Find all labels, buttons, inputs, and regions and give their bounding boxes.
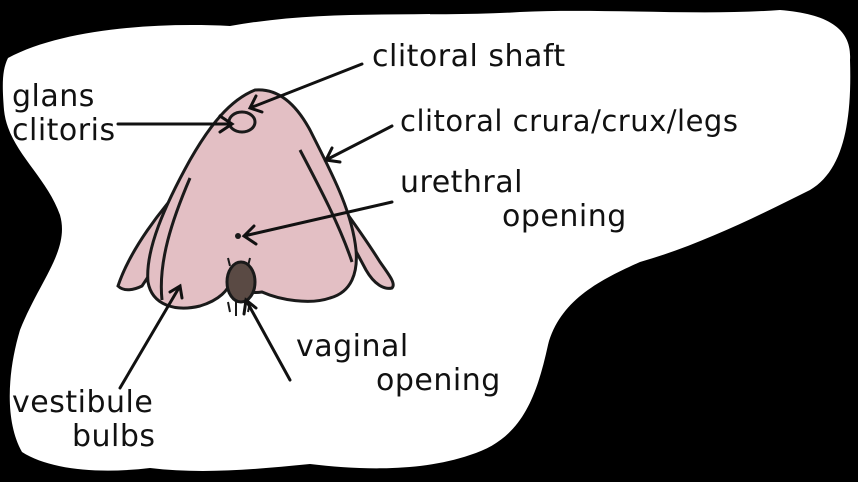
label-urethral-line-1: urethral bbox=[400, 166, 627, 200]
label-clitoral-shaft: clitoral shaft bbox=[372, 40, 566, 74]
label-urethral-opening: urethral opening bbox=[400, 166, 627, 234]
glans-clitoris-shape bbox=[229, 112, 255, 132]
label-glans-line-1: glans bbox=[12, 80, 116, 114]
label-urethral-line-2: opening bbox=[400, 200, 627, 234]
urethral-opening-dot bbox=[235, 233, 241, 239]
label-vaginal-line-1: vaginal bbox=[296, 330, 501, 364]
label-glans-line-2: clitoris bbox=[12, 114, 116, 148]
label-vestibule-bulbs: vestibule bulbs bbox=[12, 386, 156, 454]
label-clitoral-crura: clitoral crura/crux/legs bbox=[400, 104, 738, 138]
label-glans-clitoris: glans clitoris bbox=[12, 80, 116, 148]
label-vestibule-line-2: bulbs bbox=[12, 420, 156, 454]
label-vaginal-line-2: opening bbox=[296, 364, 501, 398]
vaginal-opening-shape bbox=[227, 262, 255, 302]
label-vaginal-opening: vaginal opening bbox=[296, 330, 501, 398]
label-vestibule-line-1: vestibule bbox=[12, 386, 156, 420]
